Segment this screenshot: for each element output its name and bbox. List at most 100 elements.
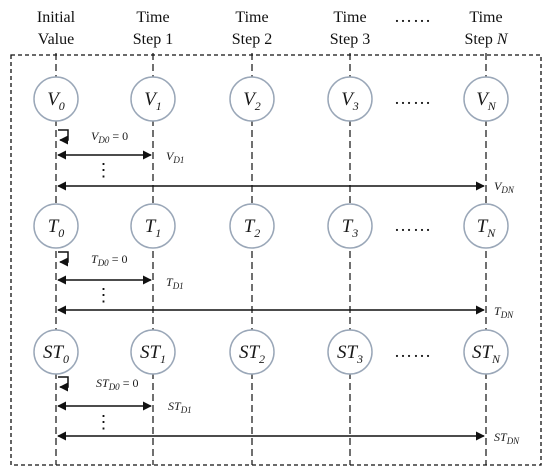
- node-sub: 1: [156, 99, 162, 113]
- node-sub: 0: [58, 226, 64, 240]
- self-delta-label: TD0 = 0: [91, 252, 127, 268]
- vertical-ellipsis: ⋮: [95, 285, 114, 305]
- label-sub: DN: [500, 310, 514, 320]
- label-eq: = 0: [109, 129, 128, 143]
- svg-text:V3: V3: [341, 89, 359, 113]
- label-base: ST: [96, 376, 110, 390]
- delta-label-step-1: TD1: [166, 275, 184, 291]
- column-header-line1: Time: [469, 9, 502, 26]
- svg-text:ST1: ST1: [140, 342, 166, 366]
- svg-text:V0: V0: [47, 89, 65, 113]
- svg-text:V2: V2: [243, 89, 261, 113]
- node-base: V: [243, 89, 257, 110]
- svg-text:ST3: ST3: [337, 342, 363, 366]
- node-sub: 2: [259, 352, 265, 366]
- label-sub: D0: [108, 382, 120, 392]
- column-header-step-n: Time Step N: [464, 9, 508, 48]
- column-header-step-n-italic: N: [496, 31, 509, 48]
- node-st-1: ST1: [130, 329, 176, 375]
- node-v-0: V0: [33, 76, 79, 122]
- svg-text:ST2: ST2: [239, 342, 265, 366]
- label-sub: DN: [506, 436, 520, 446]
- label-sub: D1: [180, 405, 192, 415]
- self-loop-arrow: [58, 251, 69, 267]
- node-base: ST: [337, 342, 359, 363]
- node-base: T: [342, 216, 354, 237]
- node-base: ST: [239, 342, 261, 363]
- column-header-step-1: Time Step 1: [133, 9, 173, 48]
- node-sub: N: [491, 352, 501, 366]
- label-eq: = 0: [109, 252, 128, 266]
- svg-text:T0: T0: [48, 216, 65, 240]
- column-header-line2: Step 1: [133, 31, 173, 48]
- svg-text:ST0: ST0: [43, 342, 69, 366]
- node-st-3: ST3: [327, 329, 373, 375]
- node-v-3: V3: [327, 76, 373, 122]
- column-header-initial: Initial Value: [37, 9, 76, 48]
- node-sub: 2: [254, 226, 260, 240]
- column-header-line2: Step 2: [232, 31, 272, 48]
- node-sub: 3: [352, 99, 359, 113]
- node-sub: 0: [59, 99, 65, 113]
- label-sub: D0: [97, 135, 109, 145]
- row-st: ST0 ST1 ST2 ST3 …… STN STD0 = 0 STD: [33, 329, 520, 446]
- row-v: V0 V1 V2 V3 …… VN VD0 = 0: [33, 76, 515, 195]
- column-header-line1: Time: [235, 9, 268, 26]
- node-base: ST: [43, 342, 65, 363]
- column-header-ellipsis: ……: [394, 6, 432, 26]
- node-st-2: ST2: [229, 329, 275, 375]
- delta-label-step-n: TDN: [494, 304, 514, 320]
- label-eq: = 0: [120, 376, 139, 390]
- column-header-line1: Initial: [37, 9, 76, 26]
- row-ellipsis: ……: [394, 215, 432, 235]
- column-header-line2: Step 3: [330, 31, 370, 48]
- delta-label-step-n: STDN: [494, 430, 520, 446]
- node-v-2: V2: [229, 76, 275, 122]
- vertical-ellipsis: ⋮: [95, 160, 114, 180]
- node-v-n: VN: [463, 76, 509, 122]
- node-base: T: [145, 216, 157, 237]
- node-base: T: [48, 216, 60, 237]
- delta-label-step-n: VDN: [494, 179, 515, 195]
- node-t-0: T0: [33, 203, 79, 249]
- svg-text:T2: T2: [244, 216, 261, 240]
- node-sub: N: [487, 99, 497, 113]
- self-delta-label: STD0 = 0: [96, 376, 138, 392]
- delta-label-step-1: VD1: [166, 149, 184, 165]
- node-sub: 1: [160, 352, 166, 366]
- column-header-step-2: Time Step 2: [232, 9, 272, 48]
- row-ellipsis: ……: [394, 88, 432, 108]
- label-base: T: [494, 304, 502, 318]
- label-base: V: [166, 149, 175, 163]
- svg-text:T3: T3: [342, 216, 359, 240]
- label-base: ST: [494, 430, 508, 444]
- node-sub: 1: [155, 226, 161, 240]
- node-st-0: ST0: [33, 329, 79, 375]
- node-t-2: T2: [229, 203, 275, 249]
- label-sub: DN: [500, 185, 514, 195]
- column-header-line2: Value: [38, 31, 74, 48]
- svg-text:T1: T1: [145, 216, 162, 240]
- node-base: T: [477, 216, 489, 237]
- delta-label-step-1: STD1: [168, 399, 192, 415]
- node-st-n: STN: [463, 329, 509, 375]
- vertical-ellipsis: ⋮: [95, 412, 114, 432]
- node-base: V: [144, 89, 158, 110]
- row-ellipsis: ……: [394, 341, 432, 361]
- label-base: T: [166, 275, 174, 289]
- column-header-line1: Time: [333, 9, 366, 26]
- node-base: V: [47, 89, 61, 110]
- self-delta-label: VD0 = 0: [91, 129, 128, 145]
- node-base: V: [476, 89, 490, 110]
- node-sub: 2: [255, 99, 261, 113]
- node-sub: N: [486, 226, 496, 240]
- column-header-line1: Time: [136, 9, 169, 26]
- label-sub: D0: [97, 258, 109, 268]
- svg-text:VN: VN: [476, 89, 497, 113]
- label-sub: D1: [172, 281, 184, 291]
- node-v-1: V1: [130, 76, 176, 122]
- node-t-3: T3: [327, 203, 373, 249]
- svg-text:V1: V1: [144, 89, 162, 113]
- node-sub: 3: [356, 352, 363, 366]
